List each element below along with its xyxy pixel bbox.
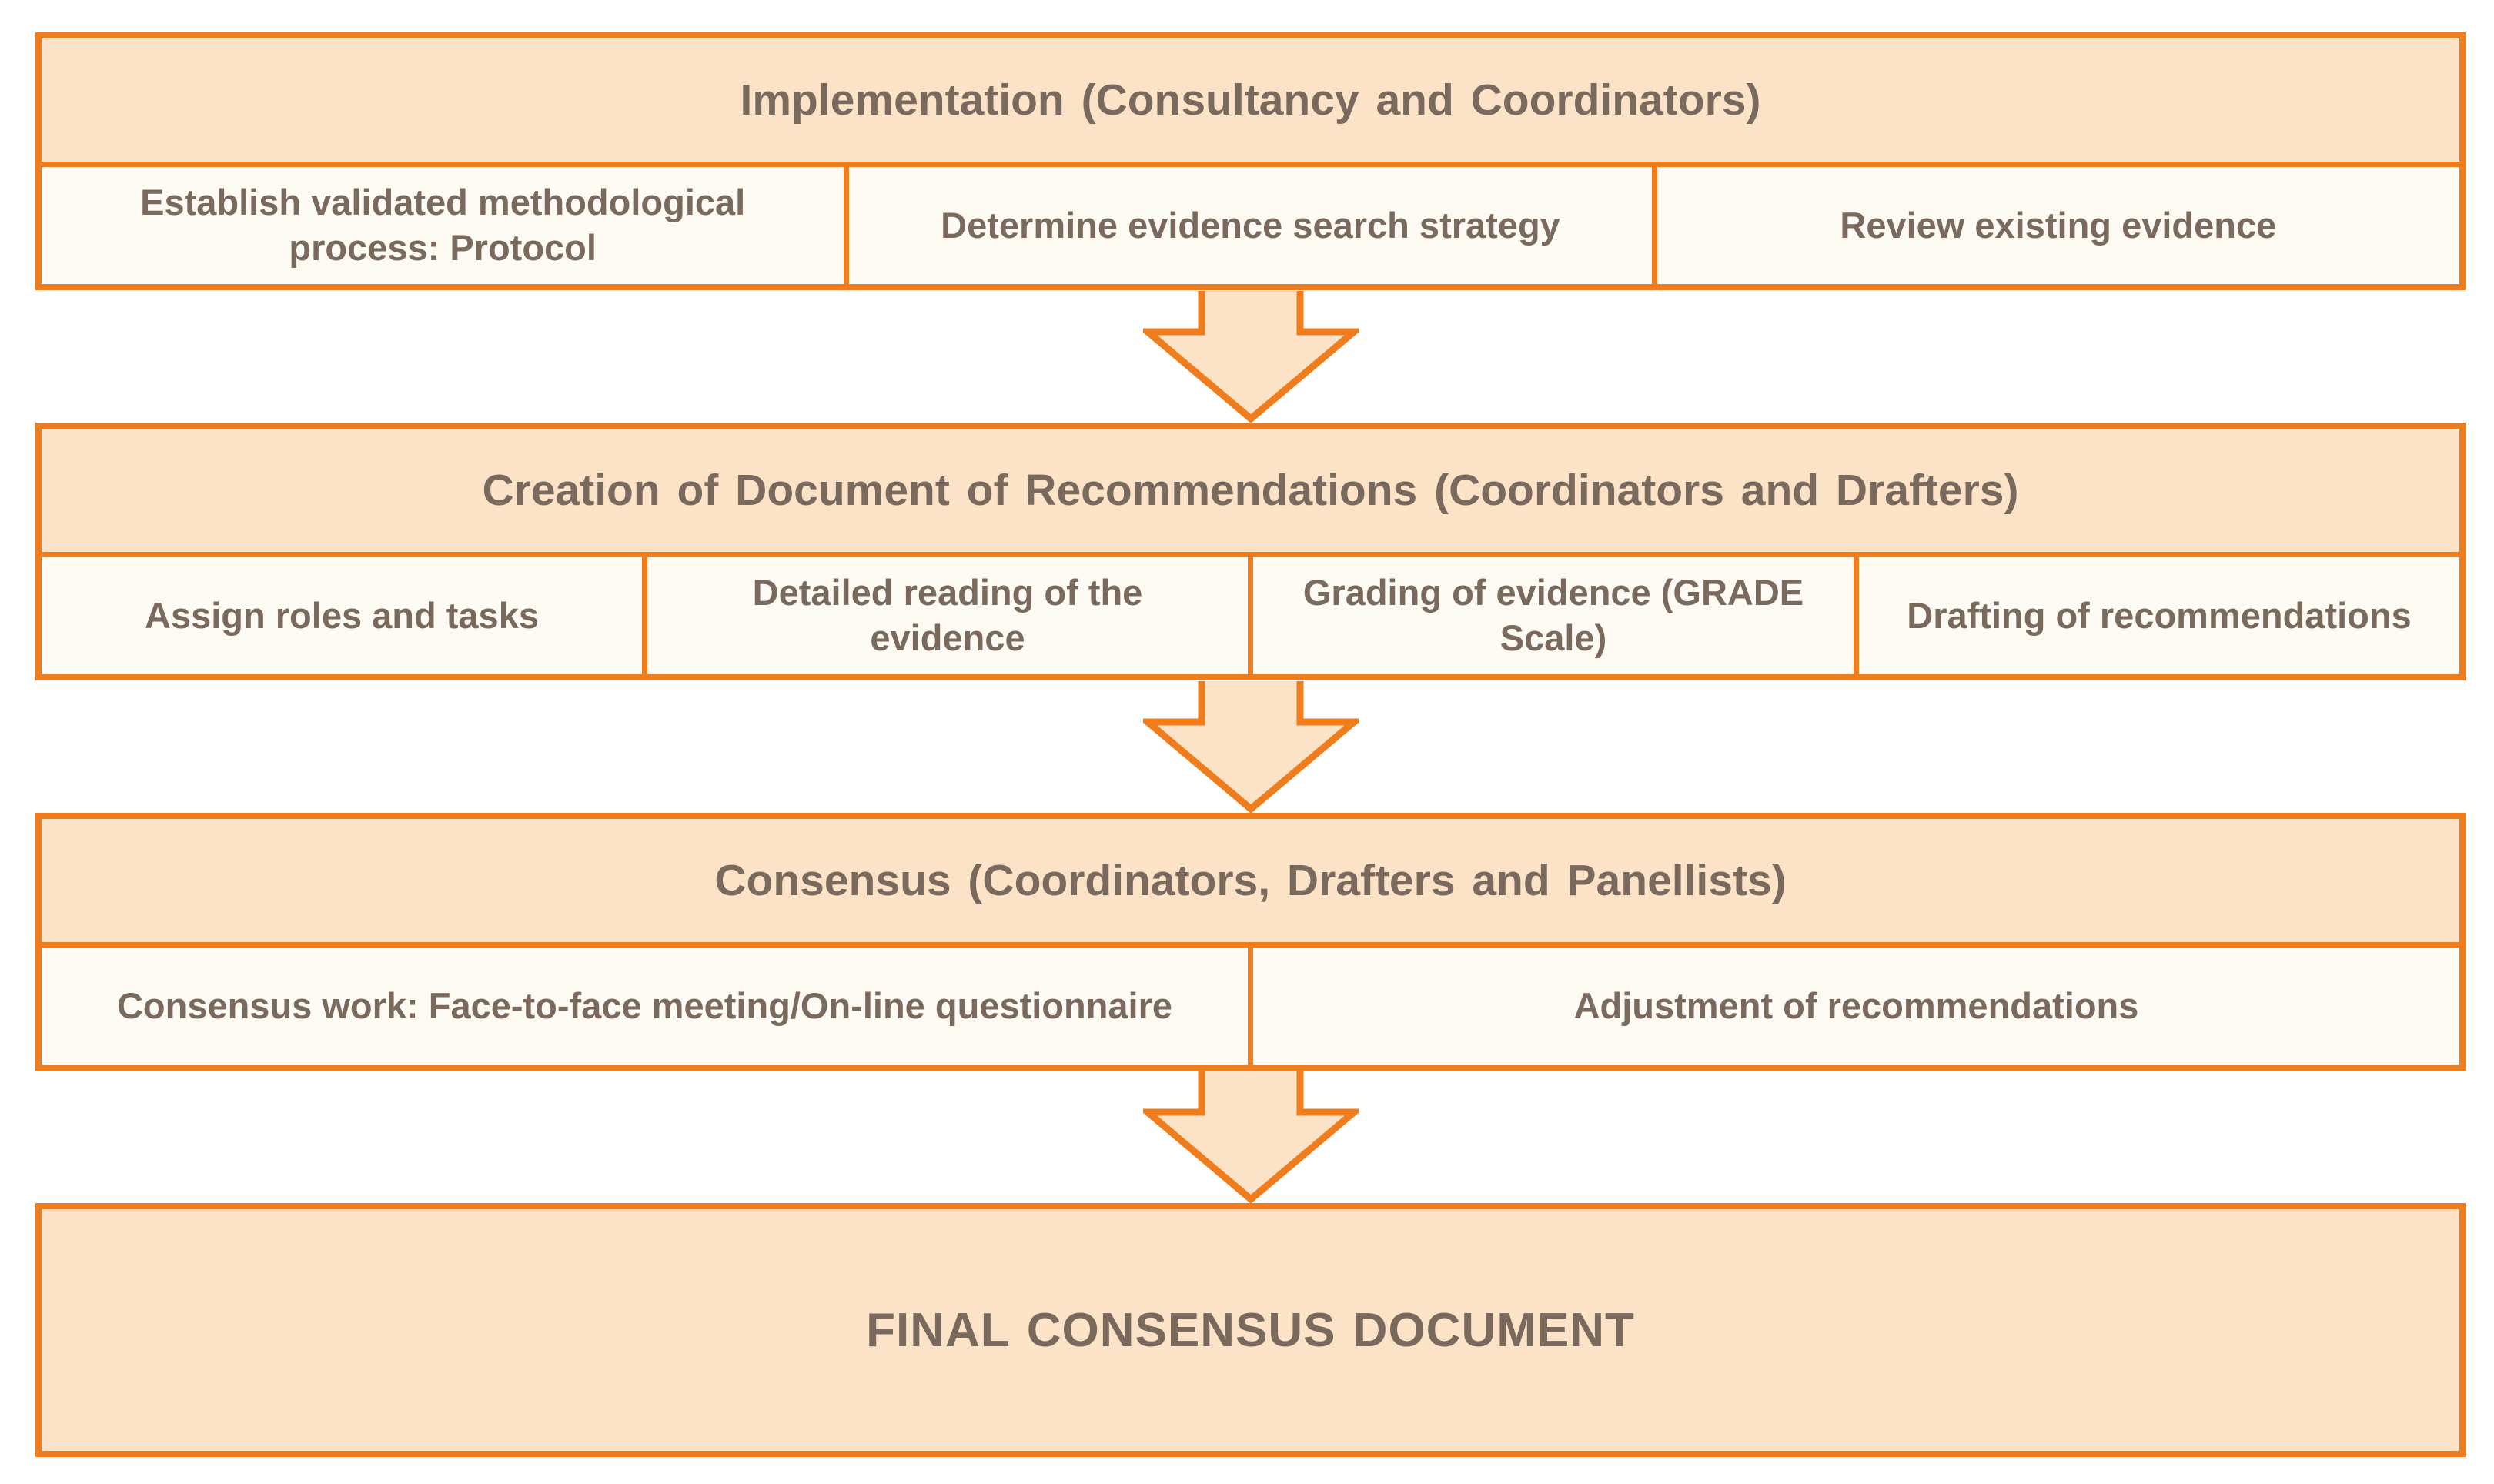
- stage-steps-row: Consensus work: Face-to-face meeting/On-…: [42, 942, 2459, 1065]
- stage-title: Creation of Document of Recommendations …: [42, 429, 2459, 552]
- stage-steps-row: Assign roles and tasks Detailed reading …: [42, 552, 2459, 674]
- stage-step: Adjustment of recommendations: [1248, 948, 2459, 1065]
- final-consensus-document-box: FINAL CONSENSUS DOCUMENT: [35, 1203, 2466, 1457]
- stage-step: Consensus work: Face-to-face meeting/On-…: [42, 948, 1248, 1065]
- stage-step: Grading of evidence (GRADE Scale): [1248, 557, 1854, 674]
- down-arrow-icon: [1142, 1071, 1359, 1203]
- consensus-process-flowchart: Implementation (Consultancy and Coordina…: [35, 32, 2466, 1457]
- stage-consensus: Consensus (Coordinators, Drafters and Pa…: [35, 813, 2466, 1071]
- stage-steps-row: Establish validated methodological proce…: [42, 162, 2459, 284]
- stage-step: Determine evidence search strategy: [844, 167, 1652, 284]
- stage-implementation: Implementation (Consultancy and Coordina…: [35, 32, 2466, 290]
- stage-title: Implementation (Consultancy and Coordina…: [42, 38, 2459, 162]
- stage-step: Drafting of recommendations: [1854, 557, 2459, 674]
- stage-creation-of-document: Creation of Document of Recommendations …: [35, 423, 2466, 680]
- down-arrow-icon: [1142, 290, 1359, 423]
- stage-step: Establish validated methodological proce…: [42, 167, 844, 284]
- down-arrow-icon: [1142, 680, 1359, 813]
- stage-step: Assign roles and tasks: [42, 557, 642, 674]
- stage-step: Detailed reading of the evidence: [642, 557, 1248, 674]
- stage-step: Review existing evidence: [1651, 167, 2459, 284]
- stage-title: Consensus (Coordinators, Drafters and Pa…: [42, 819, 2459, 942]
